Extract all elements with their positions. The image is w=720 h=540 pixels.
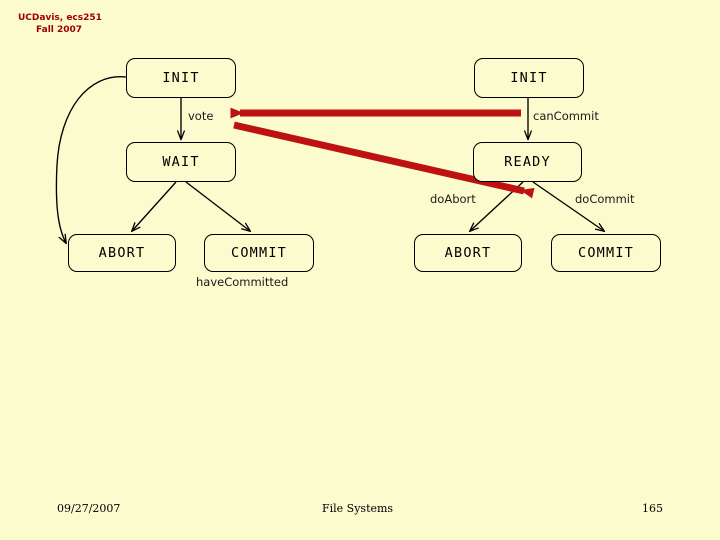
edge-coordinator-init-abort [55,76,127,243]
node-coordinator-abort[interactable]: ABORT [68,234,176,272]
footer-page-number: 165 [642,502,663,515]
node-participant-init[interactable]: INIT [474,58,584,98]
slide-header: UCDavis, ecs251 Fall 2007 [18,12,102,36]
label-can-commit: canCommit [533,109,599,123]
header-term: Fall 2007 [36,25,83,35]
edge-participant-ready-commit [532,181,604,231]
node-coordinator-wait[interactable]: WAIT [126,142,236,182]
footer-date: 09/27/2007 [57,502,121,515]
edge-coordinator-wait-abort [132,181,177,231]
node-coordinator-commit[interactable]: COMMIT [204,234,314,272]
label-have-committed: haveCommitted [196,275,289,289]
node-participant-abort[interactable]: ABORT [414,234,522,272]
edge-participant-ready-abort [470,181,524,231]
header-course: UCDavis, ecs251 [18,13,102,23]
label-do-commit: doCommit [575,192,635,206]
node-participant-ready[interactable]: READY [473,142,582,182]
footer-title: File Systems [322,502,394,515]
label-vote: vote [188,109,214,123]
label-do-abort: doAbort [430,192,476,206]
edge-coordinator-wait-commit [185,181,250,231]
node-coordinator-init[interactable]: INIT [126,58,236,98]
node-participant-commit[interactable]: COMMIT [551,234,661,272]
